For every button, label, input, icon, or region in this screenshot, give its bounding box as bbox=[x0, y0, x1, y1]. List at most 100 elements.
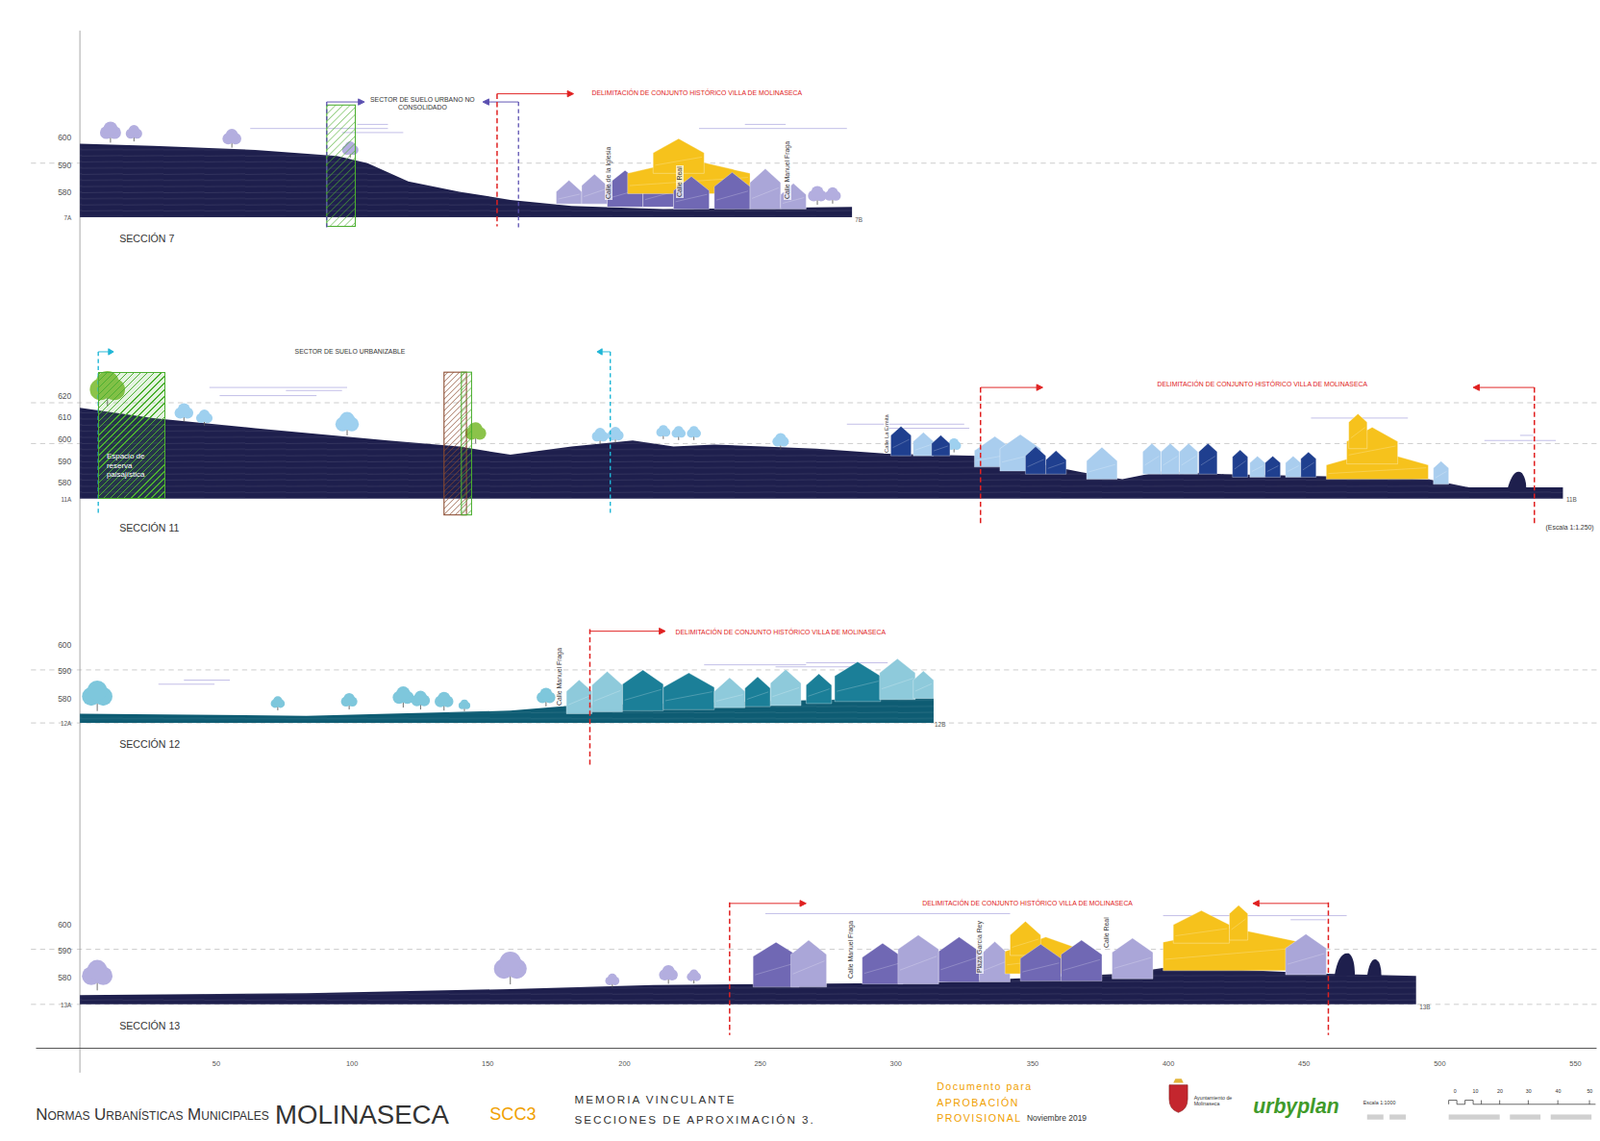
tree-crown bbox=[609, 426, 621, 438]
drawing-label: 610 bbox=[57, 413, 72, 423]
building-line bbox=[568, 696, 590, 705]
sky-line bbox=[1484, 440, 1556, 442]
drawing-label: 590 bbox=[57, 668, 72, 677]
drawing-label: 12B bbox=[934, 721, 946, 728]
building bbox=[745, 676, 772, 707]
building bbox=[663, 673, 715, 710]
terrain-strata bbox=[79, 407, 1563, 499]
terrain-profile bbox=[79, 967, 1417, 1005]
sky-line bbox=[847, 424, 965, 425]
building-line bbox=[583, 189, 605, 198]
tree-crown bbox=[396, 686, 410, 700]
street-name: Calle Manuel Fraga bbox=[783, 140, 792, 200]
building-line bbox=[807, 689, 829, 698]
building bbox=[1142, 443, 1161, 475]
tree-crown bbox=[128, 125, 140, 136]
building-line bbox=[1234, 460, 1247, 469]
building-line bbox=[940, 957, 977, 971]
drawing-label: 150 bbox=[481, 1060, 494, 1069]
building-line bbox=[900, 956, 937, 971]
building-line bbox=[915, 683, 932, 692]
building-line bbox=[751, 187, 779, 199]
drawing-label: MEMORIA VINCULANTE bbox=[574, 1094, 736, 1107]
sky-line bbox=[285, 390, 342, 392]
building bbox=[770, 669, 801, 706]
tree-crown bbox=[662, 965, 675, 978]
tree-crown bbox=[344, 693, 355, 704]
building bbox=[1061, 940, 1102, 981]
drawing-label: 11A bbox=[60, 495, 72, 502]
drawing-label: 600 bbox=[57, 921, 72, 930]
drawing-label: Normas Urbanísticas Municipales bbox=[35, 1106, 270, 1125]
tree-crown bbox=[500, 951, 522, 974]
building-line bbox=[1251, 466, 1264, 473]
building bbox=[1179, 443, 1199, 475]
building bbox=[931, 435, 950, 456]
building-line bbox=[1165, 948, 1300, 960]
terrain-profile bbox=[79, 407, 1563, 499]
tree-crown bbox=[87, 680, 108, 701]
drawing-label: 300 bbox=[890, 1060, 902, 1069]
drawing-label: SECCIÓN 11 bbox=[119, 523, 179, 535]
building bbox=[1349, 414, 1368, 450]
building bbox=[1173, 910, 1229, 944]
building-line bbox=[747, 692, 769, 700]
building-line bbox=[1200, 456, 1216, 466]
sky-line bbox=[1290, 919, 1326, 921]
building-line bbox=[915, 444, 932, 450]
building-line bbox=[864, 963, 901, 975]
drawing-label: 600 bbox=[57, 641, 72, 650]
tree-crown bbox=[826, 187, 838, 199]
building-line bbox=[772, 687, 800, 697]
sky-line bbox=[765, 913, 1011, 915]
terrain-bump bbox=[1334, 953, 1382, 977]
sky-line bbox=[357, 124, 389, 125]
building-line bbox=[933, 446, 949, 451]
drawing-label: SECTOR DE SUELO URBANO NO CONSOLIDADO bbox=[361, 97, 484, 112]
terrain-strata bbox=[79, 698, 934, 725]
tree-crown bbox=[595, 427, 606, 439]
building bbox=[913, 671, 934, 700]
drawing-label: 500 bbox=[1433, 1060, 1446, 1069]
building bbox=[592, 672, 624, 713]
building-line bbox=[1088, 464, 1116, 473]
building bbox=[913, 432, 934, 456]
boundary-label: DELIMITACIÓN DE CONJUNTO HISTÓRICO VILLA… bbox=[1156, 380, 1368, 389]
building bbox=[1265, 455, 1281, 477]
building-line bbox=[1435, 471, 1448, 478]
sky-line bbox=[805, 662, 888, 664]
tree-crown bbox=[540, 687, 553, 700]
tree-crown bbox=[273, 696, 283, 706]
sky-line bbox=[209, 387, 348, 389]
tree-crown bbox=[199, 409, 210, 421]
building bbox=[1433, 461, 1450, 485]
drawing-label: 590 bbox=[57, 161, 72, 171]
building-line bbox=[1027, 459, 1045, 468]
drawing-label: 200 bbox=[618, 1060, 630, 1069]
drawing-label: 100 bbox=[346, 1060, 358, 1069]
drawing-label: 12A bbox=[60, 720, 72, 727]
building-line bbox=[1145, 456, 1160, 466]
building bbox=[890, 425, 911, 456]
tree-crown bbox=[103, 121, 118, 135]
building-line bbox=[1350, 427, 1366, 439]
building-line bbox=[1163, 456, 1178, 466]
building-line bbox=[654, 156, 702, 165]
drawing-label: 40 bbox=[1555, 1089, 1562, 1096]
street-name: Calle Real bbox=[1102, 916, 1111, 950]
building-line bbox=[594, 690, 622, 701]
building-line bbox=[893, 439, 910, 448]
drawing-label: 250 bbox=[753, 1060, 766, 1069]
tree-crown bbox=[460, 700, 469, 708]
drawing-label: 580 bbox=[57, 695, 72, 704]
sky-line bbox=[745, 124, 786, 125]
drawing-label: Noviembre 2019 bbox=[1026, 1114, 1087, 1124]
drawing-label: MOLINASECA bbox=[275, 1100, 450, 1130]
drawing-label: 580 bbox=[57, 188, 72, 198]
boundary-label: DELIMITACIÓN DE CONJUNTO HISTÓRICO VILLA… bbox=[675, 628, 887, 637]
drawing-label: (Escala 1:1.250) bbox=[1546, 524, 1595, 532]
boundary-label: DELIMITACIÓN DE CONJUNTO HISTÓRICO VILLA… bbox=[592, 89, 803, 98]
sky-line bbox=[158, 683, 215, 685]
tree-crown bbox=[87, 960, 108, 981]
building bbox=[1285, 934, 1326, 975]
